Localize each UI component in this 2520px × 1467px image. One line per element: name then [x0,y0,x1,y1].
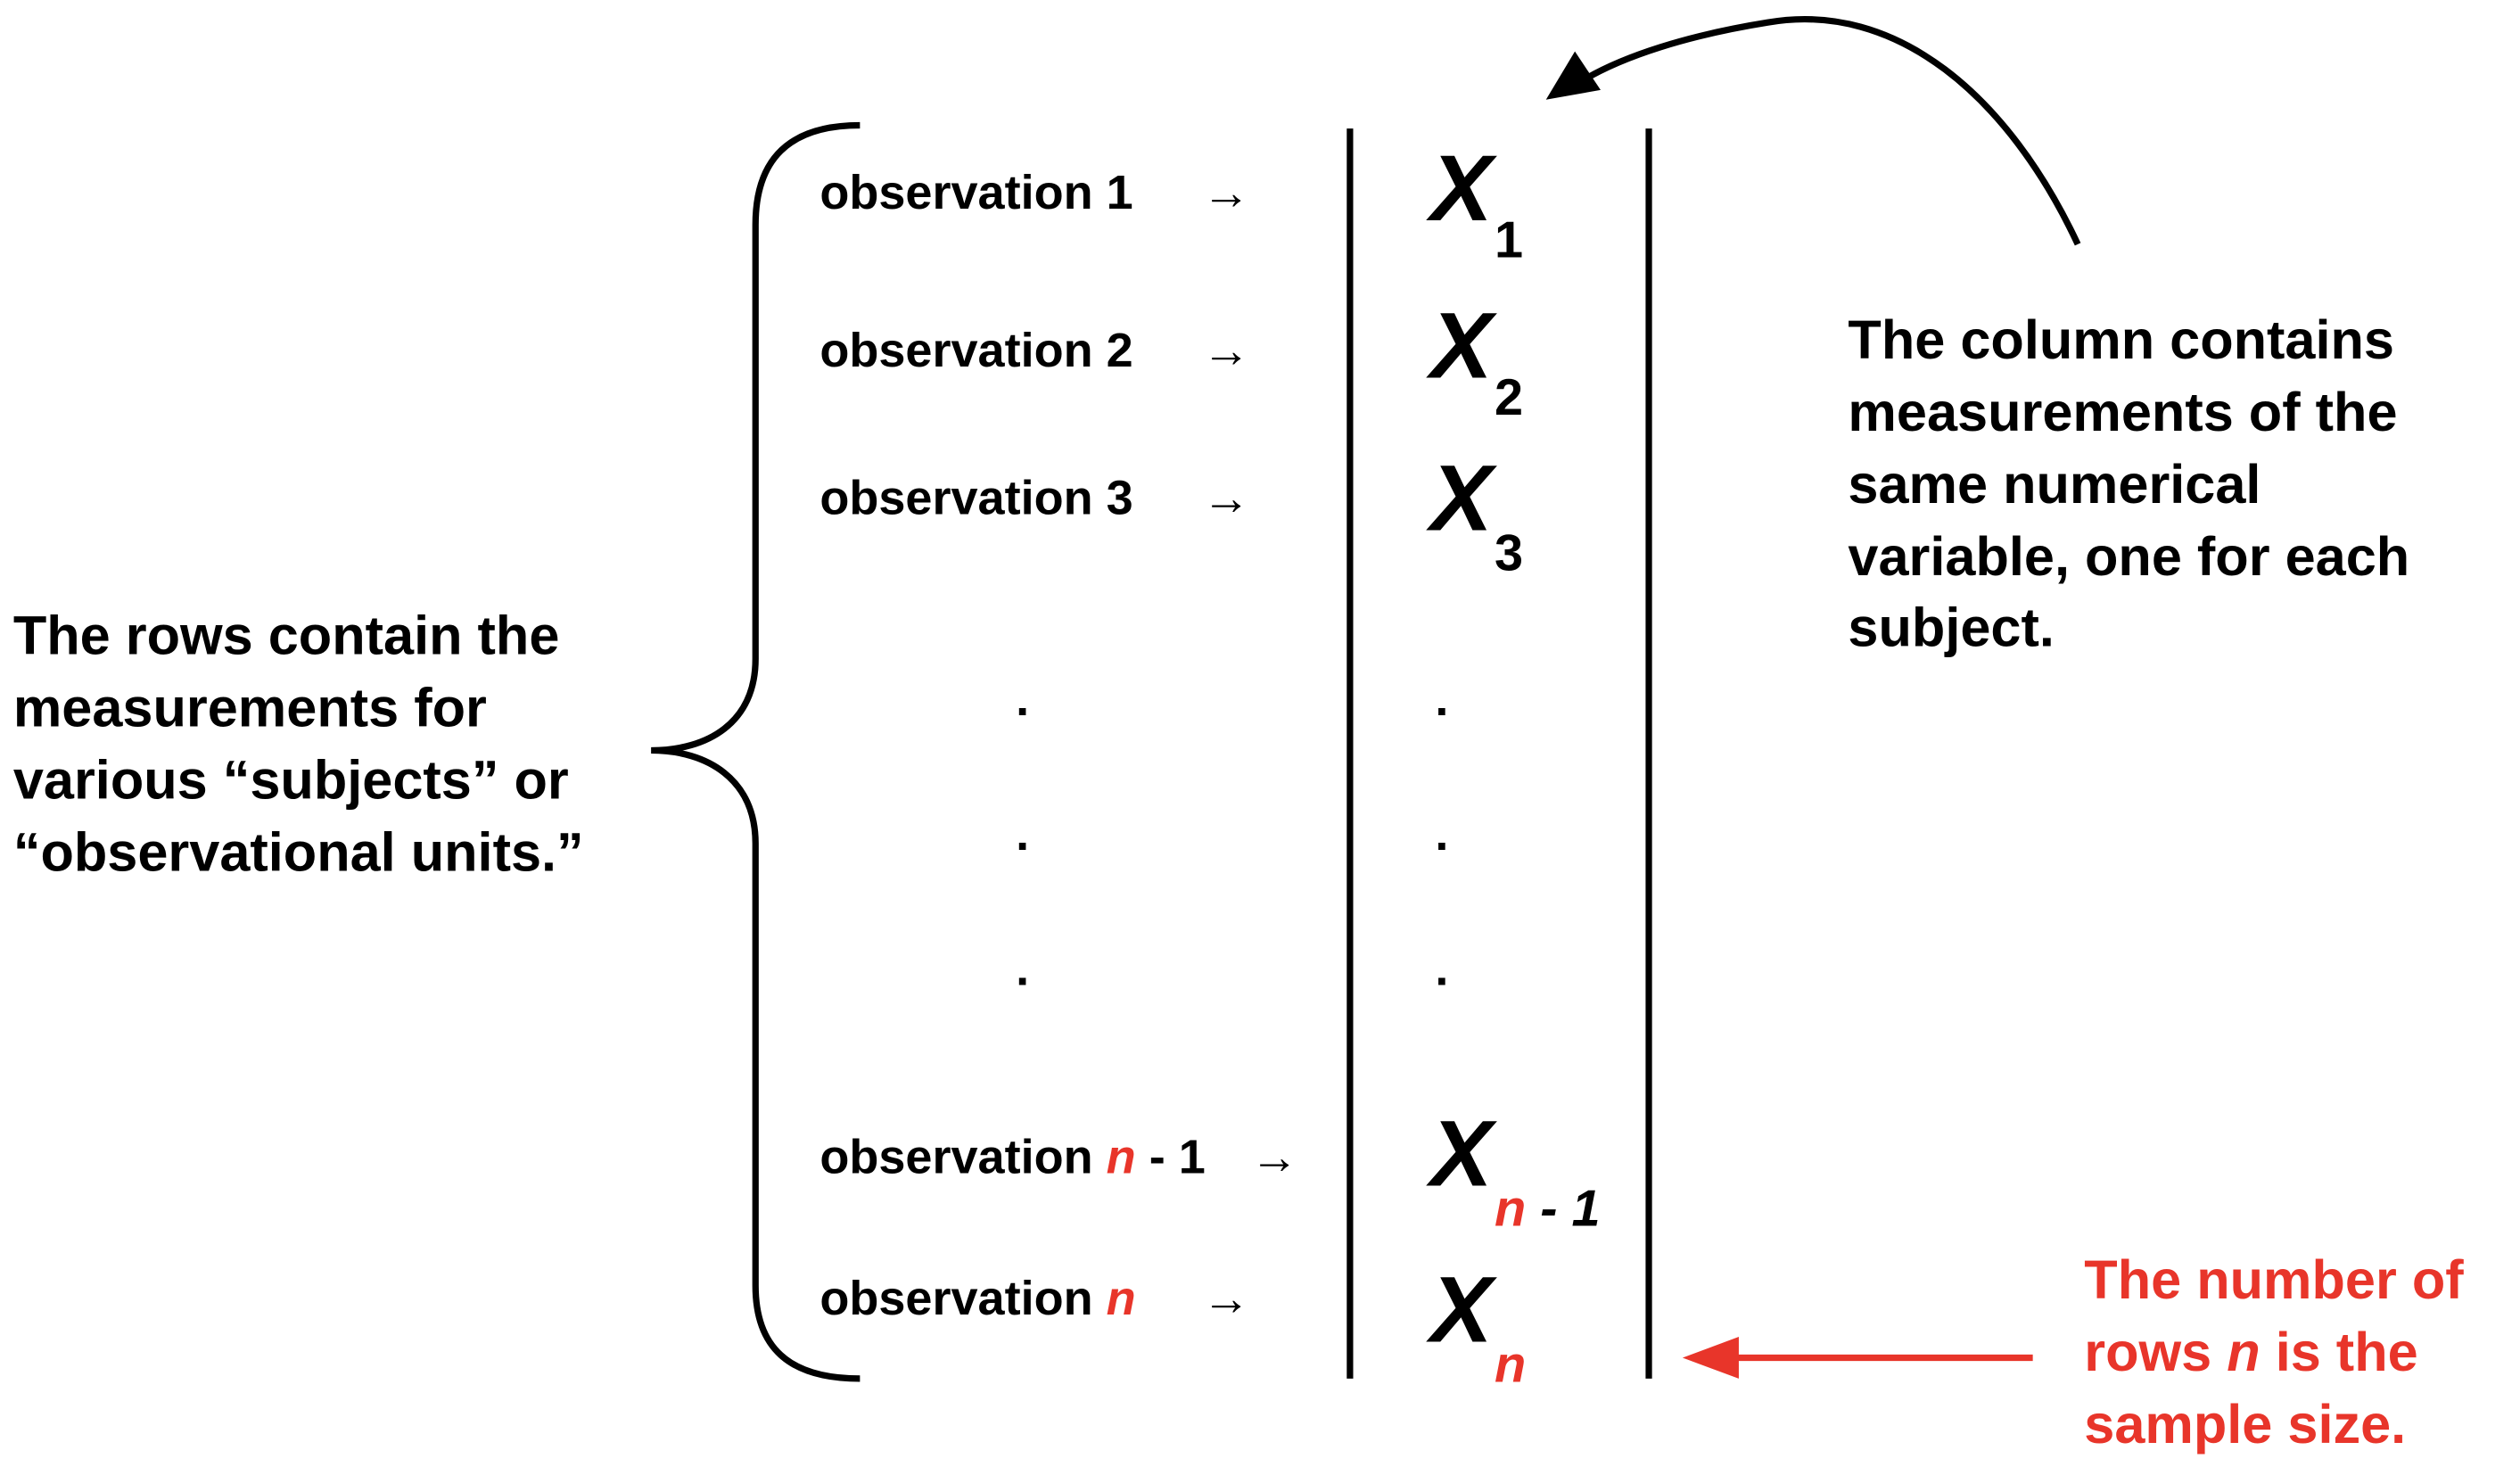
svg-text:various “subjects” or: various “subjects” or [13,749,569,810]
svg-text:“observational units.”: “observational units.” [13,822,584,883]
svg-text:X: X [1426,1102,1497,1207]
svg-text:X: X [1426,1257,1497,1362]
svg-text:same numerical: same numerical [1848,454,2261,515]
svg-text:n: n [1495,1337,1526,1394]
curved-arrow [1581,16,2081,246]
svg-text:subject.: subject. [1848,597,2054,657]
svg-text:sample size.: sample size. [2084,1394,2406,1455]
svg-text:2: 2 [1495,369,1523,426]
arrow-icon: → [1250,1130,1298,1183]
ellipsis-dot: . [1016,807,1029,861]
observation-label-n: observation n [819,1272,1135,1325]
arrow-icon: → [1202,472,1250,525]
x-value-n-minus-1: Xn - 1 [1426,1102,1601,1238]
column-note: The column contains measurements of the … [1848,309,2409,658]
svg-text:The number of: The number of [2084,1249,2464,1310]
svg-text:X: X [1426,293,1497,398]
svg-text:The rows contain the: The rows contain the [13,605,560,665]
x-value-3: X3 [1426,447,1523,582]
svg-text:measurements of the: measurements of the [1848,382,2397,442]
arrow-icon: → [1202,166,1250,219]
observation-label-2: observation 2 [819,324,1132,377]
sample-size-note: The number of rows n is the sample size. [2084,1249,2464,1455]
svg-text:X: X [1426,447,1497,551]
ellipsis-dot: . [1435,807,1448,861]
red-arrowhead-icon [1682,1337,1739,1379]
ellipsis-dot: . [1435,942,1448,995]
svg-text:The column contains: The column contains [1848,309,2394,370]
curly-brace [651,121,861,1382]
svg-text:3: 3 [1495,525,1523,582]
ellipsis-dot: . [1435,672,1448,726]
curved-arrowhead-icon [1545,51,1601,100]
rows-note: The rows contain the measurements for va… [13,605,584,882]
ellipsis-dot: . [1016,672,1029,726]
ellipsis-dot: . [1016,942,1029,995]
svg-text:rows n is the: rows n is the [2084,1322,2417,1382]
observation-label-1: observation 1 [819,166,1132,219]
svg-text:measurements for: measurements for [13,677,487,738]
observation-label-n-minus-1: observation n - 1 [819,1130,1205,1183]
svg-text:n - 1: n - 1 [1495,1181,1600,1238]
svg-text:1: 1 [1495,211,1523,268]
observation-label-3: observation 3 [819,472,1132,525]
svg-text:X: X [1426,136,1497,241]
svg-text:variable, one for each: variable, one for each [1848,526,2409,587]
arrow-icon: → [1202,1272,1250,1325]
arrow-icon: → [1202,324,1250,377]
x-value-n: Xn [1426,1257,1526,1393]
